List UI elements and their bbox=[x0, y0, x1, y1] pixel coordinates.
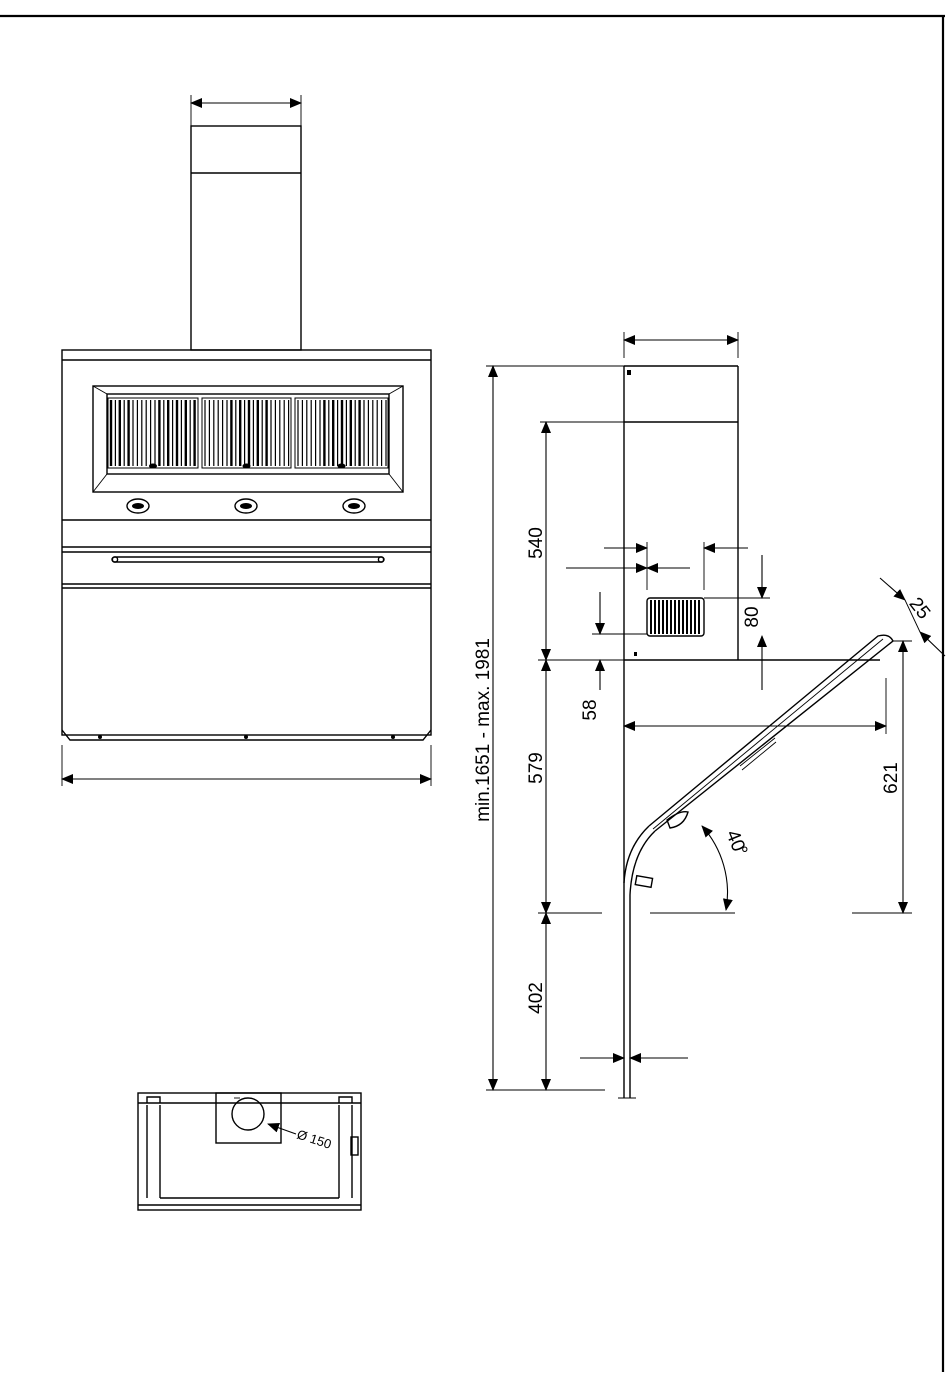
knob-left bbox=[127, 499, 149, 513]
side-vent-offset-dimension: 58 bbox=[580, 592, 647, 721]
side-vent-height-dimension: 80 bbox=[704, 555, 770, 690]
top-view: Ø 150 bbox=[138, 1093, 361, 1210]
side-total-height-dimension: min.1651 - max. 1981 bbox=[473, 366, 624, 1090]
outlet-diameter-label: Ø 150 bbox=[295, 1127, 333, 1152]
side-projection-dimension bbox=[624, 678, 886, 734]
side-vent-width-dimension bbox=[566, 542, 748, 590]
front-filter-window bbox=[93, 386, 403, 492]
total-height-label: min.1651 - max. 1981 bbox=[473, 638, 494, 822]
glass-height-label: 621 bbox=[881, 762, 902, 794]
chimney-lower-label: 540 bbox=[526, 527, 547, 559]
front-chimney bbox=[191, 126, 301, 350]
side-glass-height-dimension: 621 bbox=[852, 641, 912, 913]
side-bottom-clearance-dimension: 402 bbox=[526, 913, 547, 1090]
front-screw-left bbox=[98, 735, 102, 739]
side-view: min.1651 - max. 1981 540 579 402 bbox=[473, 332, 945, 1098]
side-chimney bbox=[624, 366, 738, 660]
side-hood-height-dimension: 579 bbox=[526, 660, 624, 913]
front-control-knobs bbox=[127, 499, 365, 513]
side-glass-angle-dimension: 40 ° bbox=[650, 826, 749, 913]
front-screw-middle bbox=[244, 735, 248, 739]
front-width-dimension bbox=[62, 745, 431, 786]
glass-angle-unit: ° bbox=[741, 844, 749, 865]
side-air-vent bbox=[647, 598, 704, 636]
side-glass-panel bbox=[624, 635, 893, 912]
vent-offset-label: 58 bbox=[580, 699, 601, 720]
side-chimney-depth-dimension bbox=[624, 332, 738, 358]
knob-middle bbox=[235, 499, 257, 513]
bottom-clearance-label: 402 bbox=[526, 982, 547, 1014]
side-chimney-lower-dimension: 540 bbox=[526, 422, 624, 660]
front-chimney-width-dimension bbox=[191, 95, 301, 126]
front-hood-body bbox=[62, 350, 431, 740]
vent-height-label: 80 bbox=[742, 606, 763, 627]
hood-height-label: 579 bbox=[526, 752, 547, 784]
front-view bbox=[62, 95, 431, 786]
knob-right bbox=[343, 499, 365, 513]
front-screw-right bbox=[391, 735, 395, 739]
glass-thickness-label: 25 bbox=[905, 594, 935, 624]
front-grease-filters bbox=[108, 398, 388, 469]
front-handle-bar bbox=[112, 557, 384, 562]
